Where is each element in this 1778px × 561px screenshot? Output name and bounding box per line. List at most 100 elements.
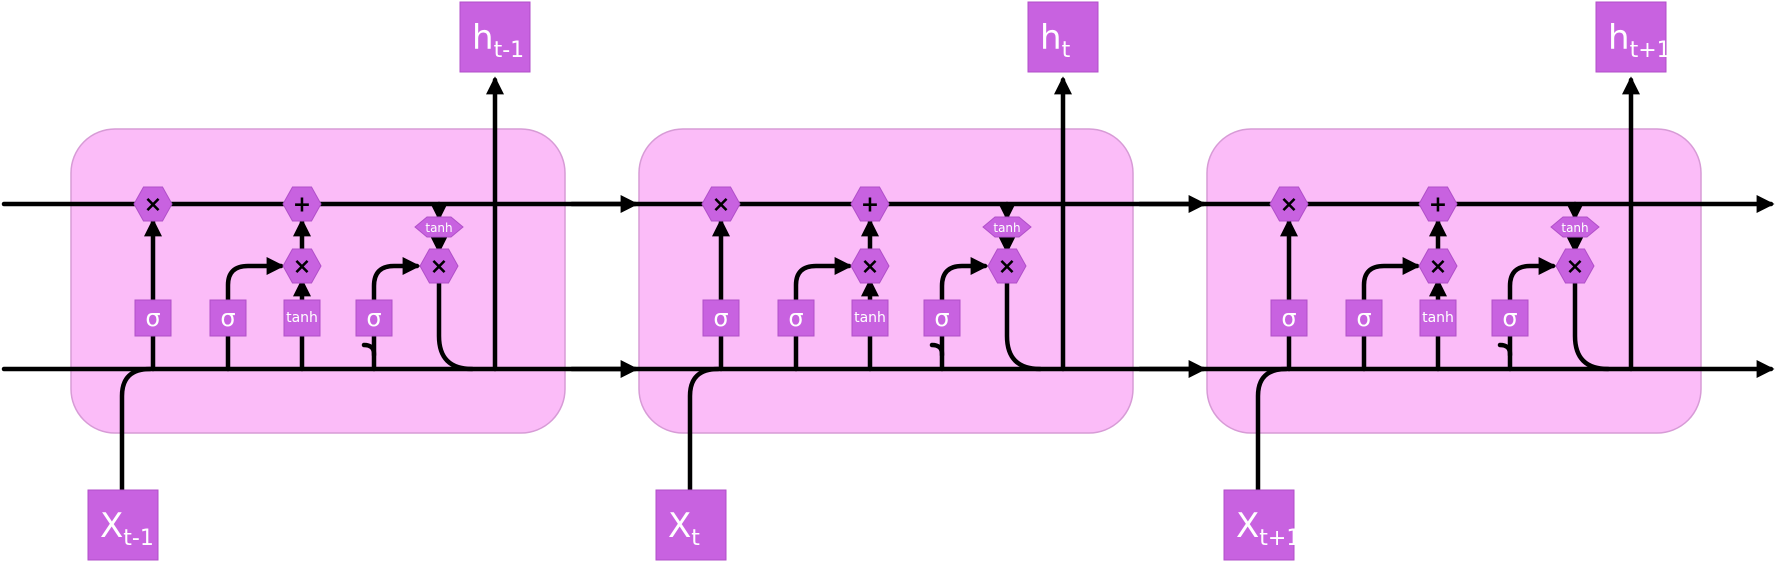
input-multiply-symbol: × <box>861 255 879 280</box>
output-gate-line <box>371 257 421 358</box>
input-gate-line <box>793 257 853 372</box>
forget-multiply-symbol: × <box>144 193 162 218</box>
output-h-1-main: h <box>472 18 494 58</box>
candidate-gate-box <box>283 299 321 337</box>
cell-tanh-label: tanh <box>1561 221 1588 235</box>
input-gate-label: σ <box>220 304 235 332</box>
input-gate-box <box>1345 299 1383 337</box>
output-gate-box <box>1491 299 1529 337</box>
input-gate-label: σ <box>1356 304 1371 332</box>
forget-gate-box <box>1270 299 1308 337</box>
forget-gate-label: σ <box>1281 304 1296 332</box>
input-x-2-box <box>655 489 727 561</box>
forget-multiply-shape <box>701 186 741 222</box>
input-multiply-symbol: × <box>293 255 311 280</box>
input-gate-label: σ <box>788 304 803 332</box>
output-multiply: × <box>419 248 459 284</box>
input-x-1-label: Xt-1 <box>100 506 154 551</box>
output-multiply-symbol: × <box>430 255 448 280</box>
cell-tanh: tanh <box>982 216 1032 238</box>
candidate-gate-label: tanh <box>286 310 318 326</box>
output-gate-line <box>1507 257 1557 358</box>
input-x-1: Xt-1 <box>87 489 159 561</box>
input-line <box>687 366 721 493</box>
input-x-3-subscript: t+1 <box>1259 526 1300 551</box>
cell-background <box>1206 128 1702 434</box>
cell-background <box>638 128 1134 434</box>
output-h-2: ht <box>1027 1 1099 73</box>
output-gate: σ <box>355 299 393 337</box>
cell-tanh-label: tanh <box>425 221 452 235</box>
output-multiply: × <box>1555 248 1595 284</box>
forget-gate-box <box>134 299 172 337</box>
input-gate-line <box>225 257 285 372</box>
output-gate-label: σ <box>934 304 949 332</box>
candidate-gate-label: tanh <box>1422 310 1454 326</box>
input-x-3-main: X <box>1236 506 1259 546</box>
output-gate: σ <box>923 299 961 337</box>
output-multiply-shape <box>1555 248 1595 284</box>
forget-gate-label: σ <box>145 304 160 332</box>
cell-add-shape <box>282 186 322 222</box>
candidate-gate: tanh <box>283 299 321 337</box>
input-gate-box <box>209 299 247 337</box>
forget-gate-box <box>702 299 740 337</box>
output-multiply-symbol: × <box>1566 255 1584 280</box>
cell-tanh: tanh <box>1550 216 1600 238</box>
input-gate-line <box>1361 257 1421 372</box>
output-gate-label: σ <box>366 304 381 332</box>
input-line <box>119 366 153 493</box>
input-line <box>1255 366 1289 493</box>
forget-gate: σ <box>134 299 172 337</box>
output-h-1: ht-1 <box>459 1 531 73</box>
input-x-3-box <box>1223 489 1295 561</box>
forget-multiply: × <box>1269 186 1309 222</box>
output-gate-box <box>355 299 393 337</box>
input-multiply-symbol: × <box>1429 255 1447 280</box>
input-x-2-label: Xt <box>668 506 700 551</box>
output-multiply-symbol: × <box>998 255 1016 280</box>
forget-gate: σ <box>702 299 740 337</box>
output-h-3-box <box>1595 1 1667 73</box>
input-multiply-shape <box>850 248 890 284</box>
input-gate: σ <box>1345 299 1383 337</box>
input-gate: σ <box>777 299 815 337</box>
input-x-2: Xt <box>655 489 727 561</box>
cell-tanh-shape <box>414 216 464 238</box>
candidate-gate-box <box>851 299 889 337</box>
forget-gate-label: σ <box>713 304 728 332</box>
forget-multiply-symbol: × <box>712 193 730 218</box>
forget-multiply: × <box>701 186 741 222</box>
output-h-2-label: ht <box>1040 18 1071 63</box>
cell-tanh-label: tanh <box>993 221 1020 235</box>
cell-add: + <box>282 186 322 222</box>
candidate-gate: tanh <box>851 299 889 337</box>
output-h-2-main: h <box>1040 18 1062 58</box>
output-h-3-main: h <box>1608 18 1630 58</box>
input-x-1-subscript: t-1 <box>123 526 154 551</box>
cell-background <box>70 128 566 434</box>
cell-add-shape <box>850 186 890 222</box>
forget-multiply: × <box>133 186 173 222</box>
candidate-gate-box <box>1419 299 1457 337</box>
output-gate-line <box>939 257 989 358</box>
output-h-1-label: ht-1 <box>472 18 524 63</box>
output-multiply-shape <box>419 248 459 284</box>
output-merge-line <box>1572 279 1611 372</box>
forget-multiply-shape <box>1269 186 1309 222</box>
cell-add-shape <box>1418 186 1458 222</box>
input-x-2-main: X <box>668 506 691 546</box>
input-multiply-shape <box>282 248 322 284</box>
output-h-3-label: ht+1 <box>1608 18 1671 63</box>
cell-tanh: tanh <box>414 216 464 238</box>
output-multiply: × <box>987 248 1027 284</box>
input-x-3-label: Xt+1 <box>1236 506 1300 551</box>
cell-add: + <box>1418 186 1458 222</box>
output-gate-label: σ <box>1502 304 1517 332</box>
input-multiply: × <box>1418 248 1458 284</box>
cell-tanh-shape <box>982 216 1032 238</box>
cell-add-symbol: + <box>861 193 879 218</box>
